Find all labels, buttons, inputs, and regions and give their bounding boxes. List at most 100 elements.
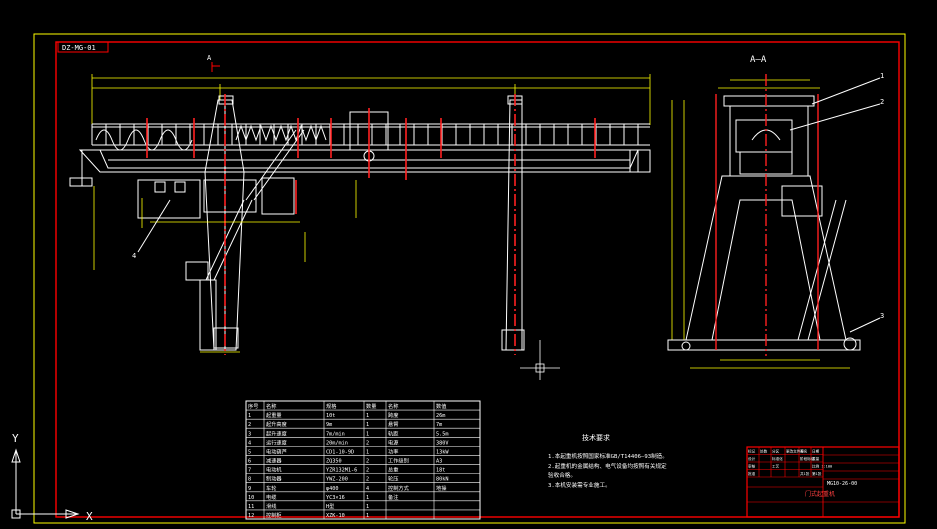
notes-line-4: 3.本机安装需专业施工。 <box>548 481 611 489</box>
params-cell: XZK-10 <box>326 513 345 519</box>
control-cab <box>261 177 295 215</box>
params-cell: 380V <box>436 440 449 446</box>
params-header-cell: 名称 <box>266 402 276 410</box>
params-cell: 8 <box>248 477 251 483</box>
inclined-ladder <box>205 129 305 281</box>
params-cell: ZQ350 <box>326 459 342 465</box>
lower-ladder <box>199 279 217 351</box>
drawing-number-text: DZ-MG-01 <box>62 44 96 52</box>
params-cell: 12 <box>248 513 254 519</box>
inner-frame <box>55 41 900 518</box>
side-section-view: A—A 1 2 <box>667 55 884 369</box>
params-cell: YZR132M1-6 <box>326 468 357 474</box>
params-cell: 1 <box>248 413 251 419</box>
title-block-cell: 工艺 <box>772 464 780 469</box>
section-marker-label: A <box>207 54 212 62</box>
title-block-name: 门式起重机 <box>805 490 835 498</box>
params-header-cell: 数量 <box>366 402 376 410</box>
params-cell: 9m <box>326 422 332 428</box>
params-cell: 轮压 <box>388 475 398 483</box>
ucs-icon: Y X <box>11 432 93 523</box>
params-cell: 1 <box>366 413 369 419</box>
params-cell: 2 <box>366 459 369 465</box>
notes-line-1: 1.本起重机按照国家标准GB/T14406—93制造。 <box>548 452 668 460</box>
params-cell: 18t <box>436 468 445 474</box>
params-cell: 1 <box>366 431 369 437</box>
bottom-sill-beam <box>667 339 861 351</box>
notes-line-2: 2.起重机的金属结构、电气设备均按照有关规定 <box>548 462 667 470</box>
params-cell: H型 <box>326 502 334 510</box>
params-table-border <box>245 400 481 520</box>
params-cell: 1 <box>366 449 369 455</box>
params-cell: 起升高度 <box>266 420 287 428</box>
leader-label-3: 3 <box>880 312 884 320</box>
title-block-cell: 阶段标记 <box>800 456 815 461</box>
params-cell: 2 <box>366 440 369 446</box>
leader-label-4: 4 <box>132 252 136 260</box>
drawing-number-tag: DZ-MG-01 <box>57 41 109 53</box>
params-cell: 功率 <box>388 447 398 455</box>
params-cell: 1 <box>366 495 369 501</box>
params-cell: 7m <box>436 422 442 428</box>
params-cell: 电缆 <box>266 493 276 501</box>
params-cell: 制动器 <box>266 475 282 483</box>
cable-festoon-right <box>235 124 327 142</box>
params-cell: 2 <box>366 468 369 474</box>
params-cell: 4 <box>366 486 369 492</box>
params-header-cell: 规格 <box>326 402 337 410</box>
params-cell: 车轮 <box>266 484 276 492</box>
top-dimension-lines <box>91 74 651 125</box>
notes-title: 技术要求 <box>582 433 610 442</box>
params-cell: 10 <box>248 495 254 501</box>
leader-label-2: 2 <box>880 98 884 106</box>
params-cell: 10t <box>326 413 335 419</box>
params-cell: 3 <box>248 431 251 437</box>
params-cell: CD1-10-9D <box>326 449 354 455</box>
title-block-cell: 签名 <box>800 449 808 454</box>
params-cell: 控制方式 <box>388 484 410 492</box>
params-cell: 26m <box>436 413 445 419</box>
params-cell: YC3×16 <box>326 495 345 501</box>
params-cell: 滑线 <box>266 502 276 510</box>
params-cell: 总重 <box>388 466 398 474</box>
params-header-cell: 数值 <box>436 402 446 410</box>
flexible-leg-wheel-box <box>501 329 525 351</box>
params-cell: 电源 <box>388 438 399 446</box>
params-cell: 1 <box>366 504 369 510</box>
title-block-cell: 第1张 <box>812 471 822 476</box>
title-block-cell: 更改文件号 <box>786 449 804 454</box>
params-cell: 电动葫芦 <box>266 447 287 455</box>
params-cell: 电动机 <box>266 466 282 474</box>
side-dimension-lines <box>93 180 357 353</box>
params-cell: 跨度 <box>388 411 398 419</box>
params-cell: 9 <box>248 486 251 492</box>
params-header-cell: 序号 <box>248 402 258 410</box>
trolley-frame <box>729 105 809 177</box>
params-cell: 起升速度 <box>266 429 287 437</box>
crosshair-cursor <box>520 340 560 380</box>
params-cell: 控制柜 <box>266 511 282 519</box>
params-cell: 工作级别 <box>388 457 409 465</box>
title-block-cell: 批准 <box>748 471 756 476</box>
params-cell: 运行速度 <box>266 438 287 446</box>
params-cell: 13kW <box>436 449 449 455</box>
title-block-cell: 设计 <box>748 456 756 461</box>
params-cell: 11 <box>248 504 254 510</box>
leader-label-1: 1 <box>880 72 884 80</box>
hoist-unit <box>735 119 793 153</box>
params-cell: 2 <box>248 422 251 428</box>
rigid-leg <box>204 99 245 351</box>
params-cell: 备注 <box>388 493 398 501</box>
rigid-leg-cap <box>218 95 234 105</box>
front-elevation-view: A <box>69 54 651 355</box>
front-centerlines <box>146 94 596 355</box>
params-cell: 2 <box>366 477 369 483</box>
params-cell: φ400 <box>326 486 339 492</box>
params-cell: 5.5m <box>436 431 449 437</box>
params-cell: 4 <box>248 440 251 446</box>
title-block-cell: 标记 <box>748 449 756 454</box>
params-cell: 20m/min <box>326 440 348 446</box>
side-ladder <box>797 199 847 341</box>
